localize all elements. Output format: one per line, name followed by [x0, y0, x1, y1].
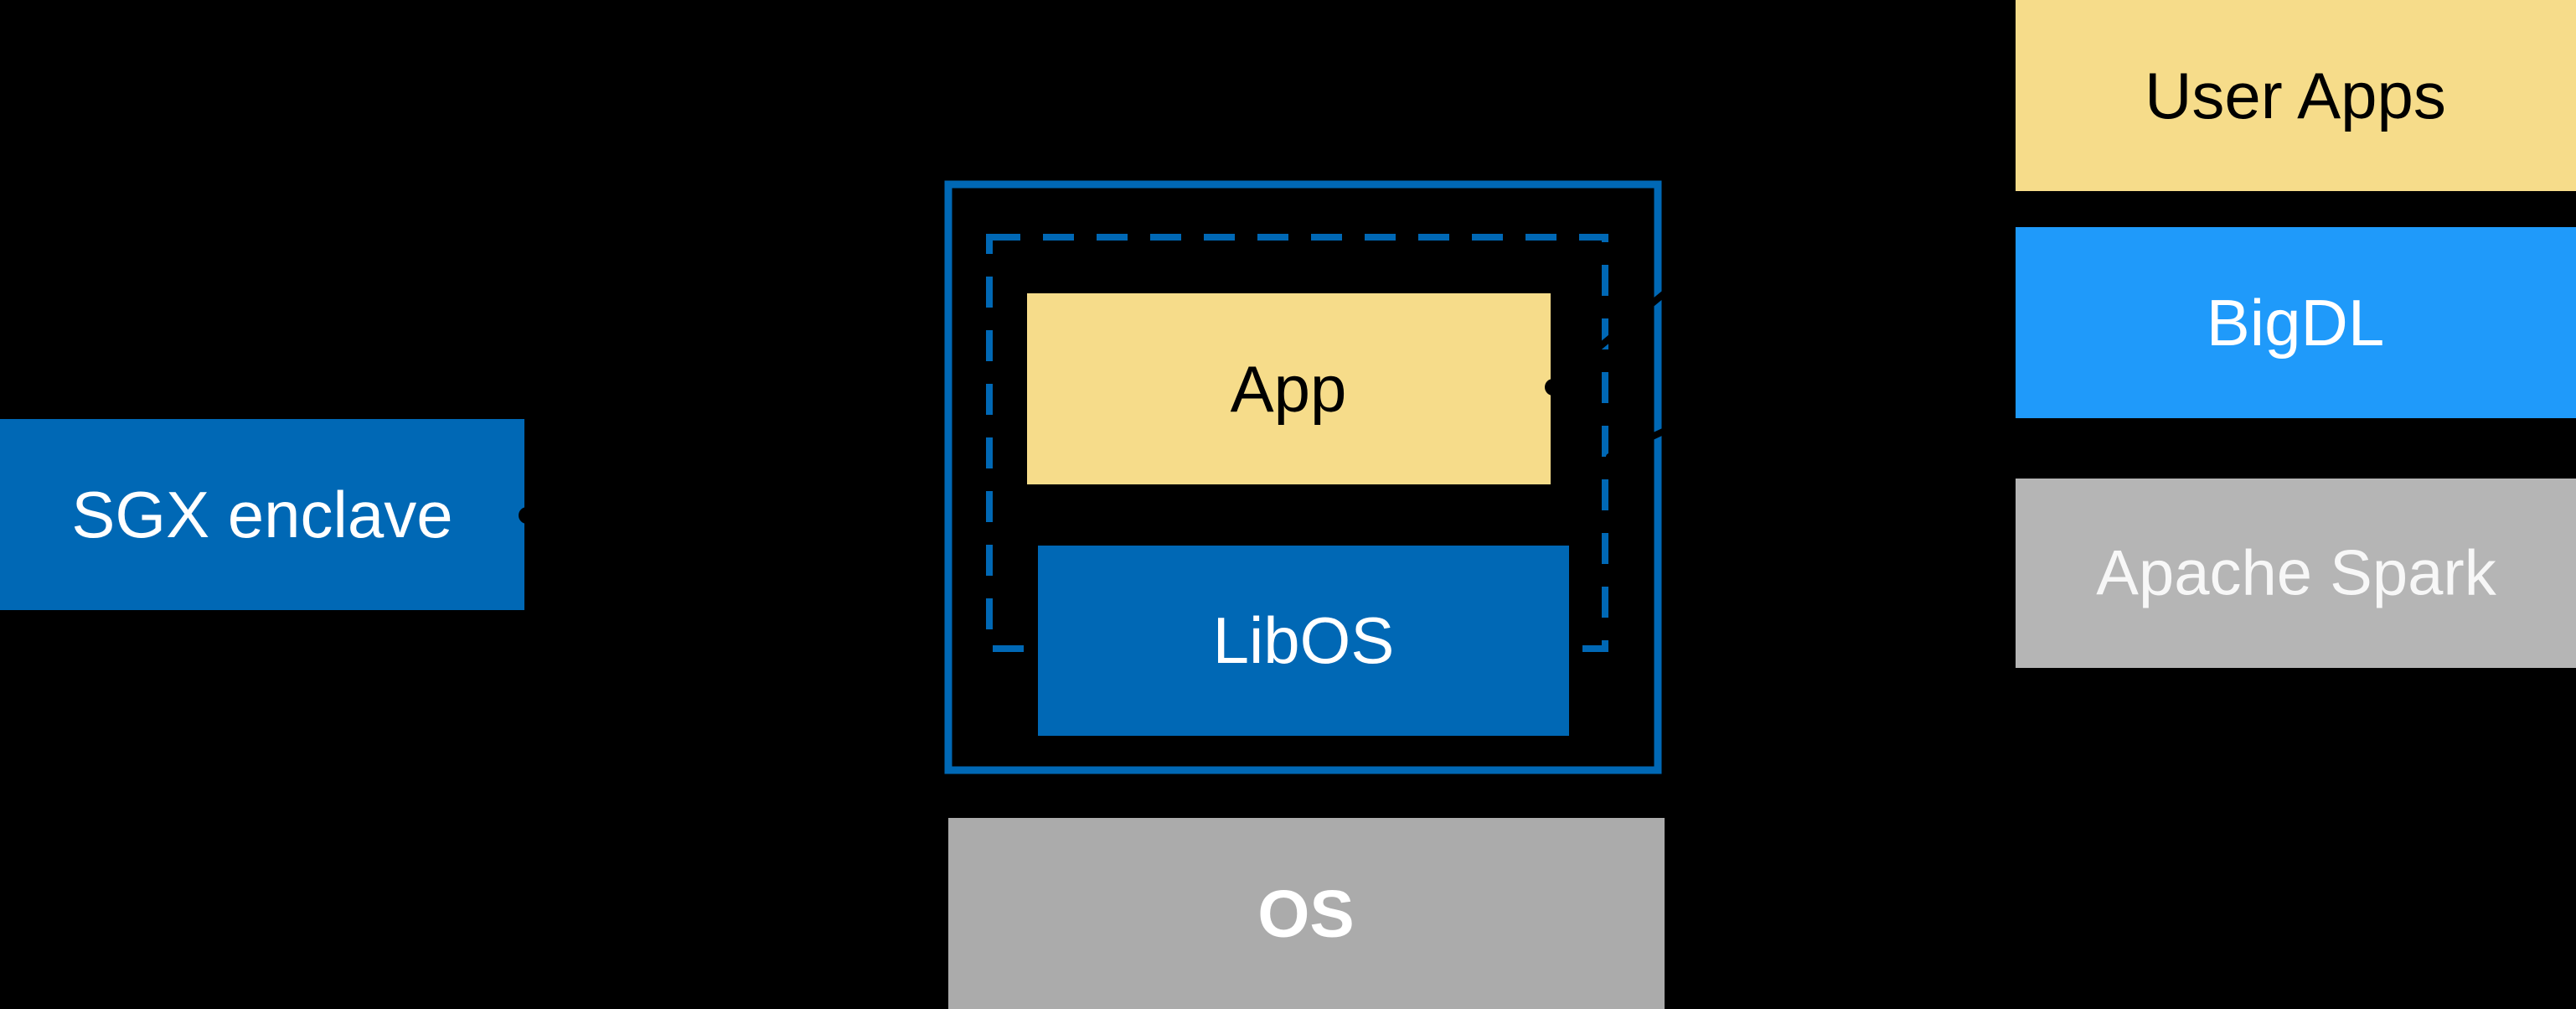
libos-box: [1038, 546, 1569, 736]
enclave-dashed-border: [986, 234, 1608, 652]
leader-lines: [519, 108, 1888, 524]
app-box: [1027, 293, 1551, 484]
sgx-enclave-box: [0, 419, 524, 610]
leader-line-app: [1552, 108, 1888, 386]
libos-label: LibOS: [1213, 603, 1395, 677]
bigdl-box: [2016, 227, 2576, 418]
user-apps-box: [2016, 0, 2576, 191]
os-box: [948, 818, 1665, 1009]
os-label: OS: [1257, 877, 1355, 951]
leader-dot-sgx: [519, 507, 535, 524]
bigdl-label: BigDL: [2207, 286, 2384, 360]
sgx-enclave-label: SGX enclave: [71, 478, 452, 551]
apache-spark-box: [2016, 479, 2576, 668]
apache-spark-label: Apache Spark: [2096, 538, 2496, 609]
app-label: App: [1231, 352, 1347, 426]
user-apps-label: User Apps: [2145, 59, 2446, 132]
leader-dot-app: [1545, 379, 1562, 396]
leader-line-enclave-boundary: [1606, 375, 1781, 460]
enclave-solid-border: [944, 180, 1662, 774]
